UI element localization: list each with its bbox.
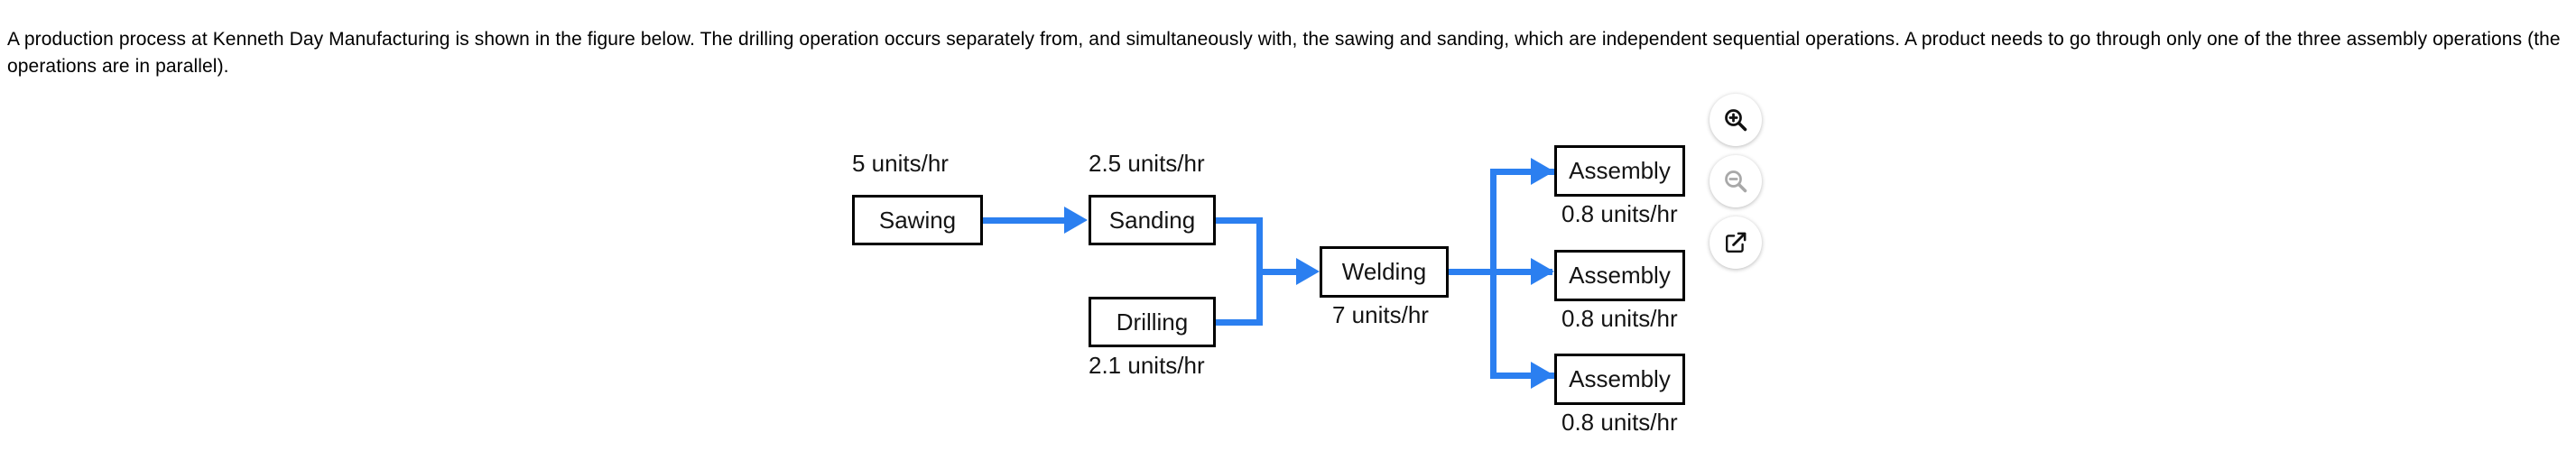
rate-label-assembly-1: 0.8 units/hr [1561,200,1678,227]
flow-merge-to-welding [1256,269,1302,275]
figure-controls [1710,94,1762,269]
arrowhead-merge-to-welding [1296,258,1320,285]
rate-label-welding: 7 units/hr [1332,301,1429,328]
problem-statement: A production process at Kenneth Day Manu… [7,29,2561,77]
rate-label-assembly-2: 0.8 units/hr [1561,305,1678,332]
flow-welding-to-split [1449,269,1552,275]
flow-drilling-to-merge [1216,319,1263,326]
arrowhead-sawing-to-sanding [1064,207,1088,234]
node-sanding: Sanding [1089,195,1216,245]
flow-split-to-assembly-3 [1490,373,1558,379]
node-drilling: Drilling [1089,297,1216,347]
rate-label-assembly-3: 0.8 units/hr [1561,409,1678,436]
zoom-out-icon [1722,168,1749,195]
node-sawing: Sawing [852,195,983,245]
arrowhead-split-to-assembly-1 [1531,158,1554,185]
rate-label-sanding: 2.5 units/hr [1089,150,1205,177]
rate-label-drilling: 2.1 units/hr [1089,352,1205,379]
open-in-new-window-button[interactable] [1710,216,1762,269]
flow-sawing-to-sanding [983,217,1066,224]
open-in-new-window-icon [1723,230,1748,255]
flow-split-to-assembly-1 [1490,169,1558,175]
node-welding: Welding [1320,246,1449,298]
split-spine [1490,169,1496,379]
zoom-in-icon [1722,106,1749,133]
arrowhead-split-to-assembly-3 [1531,362,1554,389]
arrowhead-split-to-assembly-2 [1531,258,1554,285]
node-assembly-1: Assembly [1554,145,1685,197]
node-assembly-2: Assembly [1554,250,1685,301]
node-assembly-3: Assembly [1554,354,1685,405]
zoom-out-button[interactable] [1710,155,1762,207]
rate-label-sawing: 5 units/hr [852,150,949,177]
zoom-in-button[interactable] [1710,94,1762,146]
flow-sanding-to-merge [1216,217,1263,224]
